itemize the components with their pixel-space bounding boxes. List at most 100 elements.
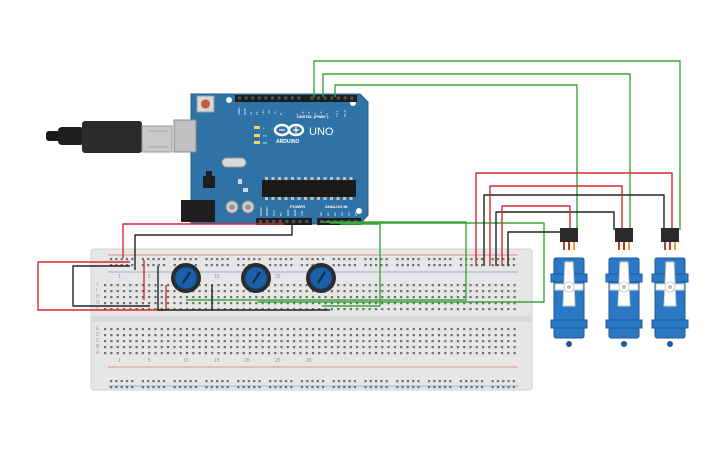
breadboard-hole[interactable] xyxy=(362,328,365,331)
breadboard-hole[interactable] xyxy=(311,380,314,383)
breadboard-hole[interactable] xyxy=(255,308,258,311)
breadboard-hole[interactable] xyxy=(300,386,303,389)
breadboard-hole[interactable] xyxy=(513,302,516,305)
breadboard-hole[interactable] xyxy=(160,308,163,311)
breadboard-hole[interactable] xyxy=(406,308,409,311)
breadboard-hole[interactable] xyxy=(343,290,346,293)
breadboard-hole[interactable] xyxy=(349,284,352,287)
breadboard-hole[interactable] xyxy=(122,352,126,355)
breadboard-hole[interactable] xyxy=(400,290,403,293)
breadboard-hole[interactable] xyxy=(512,386,515,389)
breadboard-hole[interactable] xyxy=(204,334,207,337)
breadboard-hole[interactable] xyxy=(157,386,160,389)
breadboard-hole[interactable] xyxy=(332,386,335,389)
breadboard-hole[interactable] xyxy=(125,264,129,267)
breadboard-hole[interactable] xyxy=(444,340,447,343)
breadboard-hole[interactable] xyxy=(280,284,283,287)
wire-servo2-vcc[interactable] xyxy=(489,185,623,266)
breadboard-hole[interactable] xyxy=(337,340,340,343)
breadboard-hole[interactable] xyxy=(369,258,372,261)
breadboard-hole[interactable] xyxy=(502,386,505,389)
breadboard-hole[interactable] xyxy=(247,258,250,261)
breadboard-hole[interactable] xyxy=(141,380,144,383)
breadboard-hole[interactable] xyxy=(364,380,367,383)
breadboard-hole[interactable] xyxy=(400,346,403,349)
breadboard-hole[interactable] xyxy=(438,380,441,383)
breadboard-hole[interactable] xyxy=(400,284,403,287)
potentiometer-3[interactable] xyxy=(306,263,336,293)
breadboard-hole[interactable] xyxy=(393,296,396,299)
breadboard-hole[interactable] xyxy=(223,308,226,311)
breadboard-hole[interactable] xyxy=(482,340,485,343)
breadboard-hole[interactable] xyxy=(507,340,510,343)
breadboard-hole[interactable] xyxy=(322,386,325,389)
breadboard-hole[interactable] xyxy=(406,346,409,349)
breadboard-hole[interactable] xyxy=(110,290,113,293)
breadboard-hole[interactable] xyxy=(223,346,226,349)
breadboard-hole[interactable] xyxy=(210,258,213,261)
breadboard-hole[interactable] xyxy=(179,346,182,349)
breadboard-hole[interactable] xyxy=(236,284,239,287)
breadboard-hole[interactable] xyxy=(387,290,390,293)
breadboard-hole[interactable] xyxy=(330,290,333,293)
breadboard-hole[interactable] xyxy=(475,284,478,287)
wire-servo3-gnd[interactable] xyxy=(483,194,665,266)
breadboard-hole[interactable] xyxy=(444,328,447,331)
breadboard-hole[interactable] xyxy=(364,258,367,261)
breadboard-hole[interactable] xyxy=(337,328,340,331)
breadboard-hole[interactable] xyxy=(316,380,319,383)
breadboard-hole[interactable] xyxy=(141,340,144,343)
digital-pin-hole[interactable] xyxy=(264,96,268,100)
breadboard-hole[interactable] xyxy=(475,308,478,311)
breadboard-hole[interactable] xyxy=(318,296,321,299)
breadboard-hole[interactable] xyxy=(475,258,478,261)
breadboard-hole[interactable] xyxy=(293,308,296,311)
breadboard-hole[interactable] xyxy=(248,340,252,343)
breadboard-hole[interactable] xyxy=(356,340,359,343)
breadboard-hole[interactable] xyxy=(496,380,500,383)
breadboard-hole[interactable] xyxy=(242,308,245,311)
breadboard-hole[interactable] xyxy=(337,296,340,299)
breadboard-hole[interactable] xyxy=(332,258,335,261)
breadboard-hole[interactable] xyxy=(122,296,126,299)
breadboard-hole[interactable] xyxy=(299,308,302,311)
breadboard-hole[interactable] xyxy=(393,334,396,337)
breadboard-hole[interactable] xyxy=(131,258,134,261)
breadboard-hole[interactable] xyxy=(261,352,264,355)
breadboard-hole[interactable] xyxy=(248,352,252,355)
breadboard-hole[interactable] xyxy=(204,328,207,331)
breadboard-hole[interactable] xyxy=(374,308,378,311)
digital-pin-hole[interactable] xyxy=(251,96,255,100)
breadboard-hole[interactable] xyxy=(507,296,510,299)
breadboard-hole[interactable] xyxy=(267,302,270,305)
breadboard-hole[interactable] xyxy=(131,264,134,267)
breadboard-hole[interactable] xyxy=(248,302,252,305)
breadboard-hole[interactable] xyxy=(438,386,441,389)
breadboard-hole[interactable] xyxy=(512,380,515,383)
breadboard-hole[interactable] xyxy=(141,290,144,293)
breadboard-hole[interactable] xyxy=(428,386,431,389)
breadboard-hole[interactable] xyxy=(173,290,176,293)
breadboard-hole[interactable] xyxy=(362,334,365,337)
servo-motors[interactable] xyxy=(550,228,689,347)
breadboard-hole[interactable] xyxy=(210,386,213,389)
breadboard-hole[interactable] xyxy=(154,290,157,293)
breadboard-hole[interactable] xyxy=(316,258,319,261)
breadboard-hole[interactable] xyxy=(116,290,119,293)
breadboard-hole[interactable] xyxy=(160,352,163,355)
breadboard-hole[interactable] xyxy=(311,334,315,337)
breadboard-hole[interactable] xyxy=(425,328,428,331)
wire-servo2-gnd[interactable] xyxy=(495,211,615,266)
breadboard-hole[interactable] xyxy=(305,296,308,299)
breadboard-hole[interactable] xyxy=(230,290,233,293)
breadboard-hole[interactable] xyxy=(385,264,388,267)
breadboard-hole[interactable] xyxy=(330,334,333,337)
breadboard-hole[interactable] xyxy=(110,340,113,343)
breadboard-hole[interactable] xyxy=(496,264,500,267)
breadboard-hole[interactable] xyxy=(475,386,478,389)
breadboard-hole[interactable] xyxy=(279,386,282,389)
breadboard-hole[interactable] xyxy=(104,290,107,293)
breadboard-hole[interactable] xyxy=(459,264,462,267)
breadboard-hole[interactable] xyxy=(431,334,434,337)
breadboard-hole[interactable] xyxy=(131,386,134,389)
